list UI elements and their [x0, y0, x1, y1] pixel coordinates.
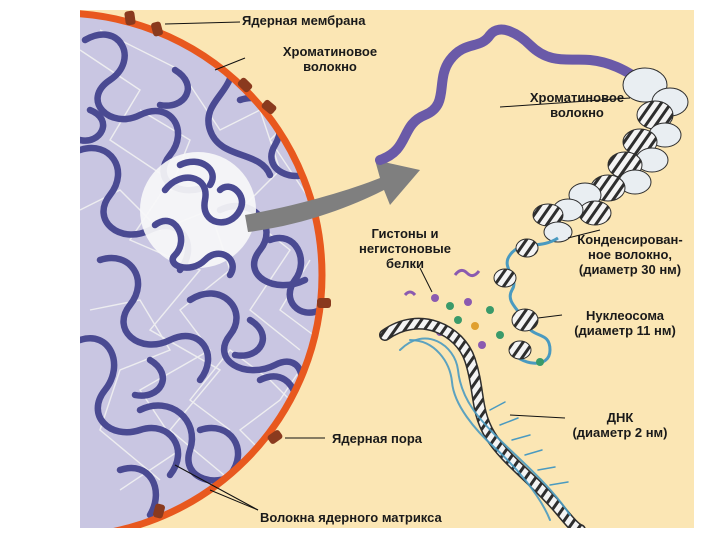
label-histones-line-1: Гистоны и: [371, 226, 439, 241]
histone-proteins: [403, 268, 544, 366]
label-nucleosome-line-1: Нуклеосома: [585, 308, 665, 323]
highlighted-region: [140, 152, 256, 279]
label-chromatin-fiber-right: Хроматиновое волокно: [517, 90, 637, 120]
label-condensed-fiber-line-2: ное волокно,: [587, 247, 672, 262]
label-chromatin-fiber-left-line-1: Хроматиновое: [282, 44, 378, 59]
nuclear-pore: [124, 10, 136, 26]
dna-helix: [379, 317, 586, 528]
nuclear-pore: [261, 99, 277, 115]
nuclear-pore: [153, 503, 165, 519]
label-histones-line-2: негистоновые: [359, 241, 451, 256]
label-dna: ДНК (диаметр 2 нм): [560, 410, 680, 440]
label-nucleosome-line-2: (диаметр 11 нм): [574, 323, 676, 338]
nucleosome: [511, 308, 539, 332]
label-chromatin-fiber-right-line-2: волокно: [550, 105, 604, 120]
label-dna-line-2: (диаметр 2 нм): [572, 425, 668, 440]
label-matrix-fibers: Волокна ядерного матрикса: [260, 510, 442, 525]
label-histones-line-3: белки: [385, 256, 425, 271]
label-nuclear-membrane: Ядерная мембрана: [242, 13, 366, 28]
nuclear-pore: [151, 21, 163, 37]
magnification-arrow: [245, 160, 420, 232]
nucleosomes: [493, 238, 539, 360]
label-histones: Гистоны и негистоновые белки: [345, 226, 465, 271]
nuclear-pore: [267, 430, 283, 444]
label-condensed-fiber-line-1: Конденсирован-: [577, 232, 683, 247]
label-dna-line-1: ДНК: [606, 410, 634, 425]
nuclear-membrane: [80, 10, 326, 528]
diagram-panel: [80, 10, 694, 528]
nuclear-pores: [124, 10, 331, 519]
chromatin-fiber-strand: [375, 24, 645, 165]
nucleosome: [493, 268, 517, 288]
nucleus: [80, 10, 331, 528]
nucleosome: [515, 238, 539, 258]
diagram-svg: [80, 10, 689, 528]
nuclear-pore: [317, 298, 331, 308]
condensed-fiber: [532, 67, 689, 243]
label-condensed-fiber-line-3: (диаметр 30 нм): [578, 262, 682, 277]
label-chromatin-fiber-left-line-2: волокно: [303, 59, 357, 74]
nuclear-pore: [237, 77, 253, 93]
leader-lines: [164, 21, 631, 511]
label-chromatin-fiber-right-line-1: Хроматиновое: [529, 90, 625, 105]
label-condensed-fiber: Конденсирован- ное волокно, (диаметр 30 …: [565, 232, 695, 277]
nucleoplasm: [80, 13, 322, 528]
nucleosome: [508, 340, 532, 360]
label-nucleosome: Нуклеосома (диаметр 11 нм): [560, 308, 690, 338]
linker-dna: [505, 236, 559, 365]
label-chromatin-fiber-left: Хроматиновое волокно: [270, 44, 390, 74]
label-nuclear-pore: Ядерная пора: [332, 431, 423, 446]
